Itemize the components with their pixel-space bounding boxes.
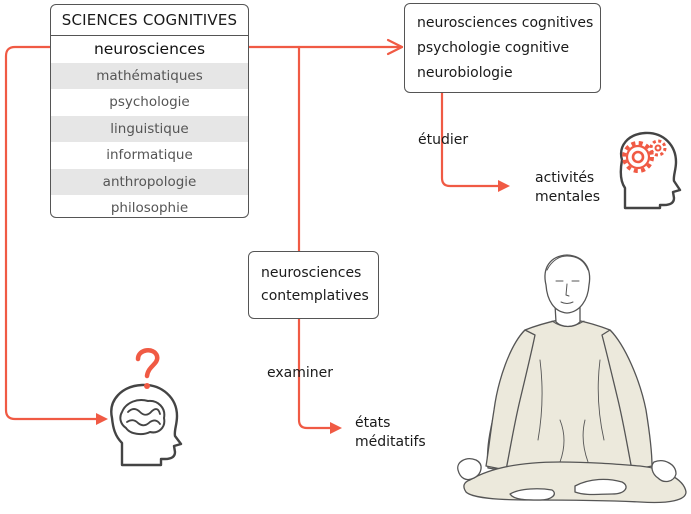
line-etudier <box>440 91 502 188</box>
sciences-cognitives-title: SCIENCES COGNITIVES <box>51 5 248 36</box>
list-item: psychologie <box>109 94 190 110</box>
neuro-line: psychologie cognitive <box>417 40 570 56</box>
contemplative-line: neurosciences <box>261 265 362 281</box>
list-item: philosophie <box>110 200 189 216</box>
crowfoot <box>386 38 404 56</box>
etats-label-2: méditatifs <box>355 434 426 450</box>
etudier-label: étudier <box>418 132 469 148</box>
activites-label-2: mentales <box>535 189 600 205</box>
etats-label-1: états <box>355 415 391 431</box>
neuro-fields-box: neurosciences cognitives psychologie cog… <box>404 3 601 93</box>
contemplative-line: contemplatives <box>261 288 369 304</box>
examiner-label: examiner <box>267 365 334 381</box>
list-item: linguistique <box>51 115 248 142</box>
neuro-line: neurobiologie <box>417 65 513 81</box>
neuro-line: neurosciences cognitives <box>417 15 594 31</box>
sciences-cognitives-box: SCIENCES COGNITIVES neurosciences mathém… <box>50 4 249 218</box>
arrowhead <box>498 180 510 192</box>
arrowhead <box>96 413 108 425</box>
line-examiner <box>297 317 334 430</box>
activites-label-1: activités <box>535 170 595 186</box>
line-to-unknown-brain <box>4 45 100 421</box>
contemplative-box: neurosciences contemplatives <box>248 251 379 319</box>
list-item: informatique <box>106 147 193 163</box>
arrowhead <box>330 422 342 434</box>
list-item: neurosciences <box>93 40 206 58</box>
list-item: anthropologie <box>51 168 248 195</box>
list-item: mathématiques <box>51 62 248 89</box>
